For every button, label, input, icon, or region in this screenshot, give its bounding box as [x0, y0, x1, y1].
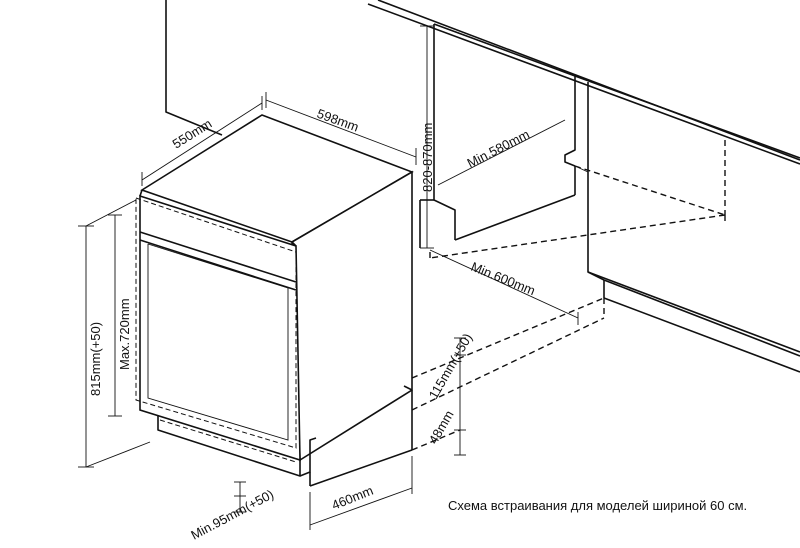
kitchen-cabinets [165, 0, 800, 373]
label-total-height: 815mm(+50) [88, 322, 103, 396]
niche-outline-dashed [411, 140, 726, 451]
label-depth-550: 550mm [170, 116, 215, 152]
label-width-598: 598mm [315, 106, 361, 135]
diagram-caption: Схема встраивания для моделей шириной 60… [448, 498, 747, 513]
label-plinth-offset: 48mm [426, 408, 457, 447]
label-min-foot: Min.95mm(+50) [188, 486, 276, 542]
label-max-height: Max.720mm [117, 298, 132, 370]
label-niche-depth-min: Min.580mm [465, 126, 532, 170]
dimension-lines [78, 25, 579, 530]
label-niche-width-min: Min.600mm [469, 259, 538, 298]
dishwasher-body [135, 114, 414, 487]
label-foot-depth: 460mm [330, 483, 376, 513]
label-niche-height: 820-870mm [420, 123, 435, 192]
